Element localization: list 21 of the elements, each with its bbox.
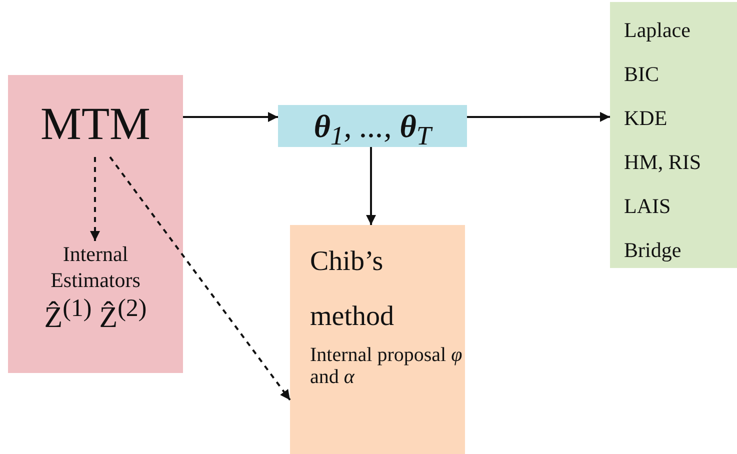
list-item: Bridge	[624, 238, 682, 262]
arrow	[183, 112, 278, 122]
node-title: MTM	[40, 98, 150, 149]
list-item: HM, RIS	[624, 150, 702, 174]
process-box	[278, 105, 467, 147]
list-item: KDE	[624, 106, 668, 130]
list-item: Laplace	[624, 18, 690, 42]
method-list-box	[610, 2, 737, 268]
arrow	[467, 112, 610, 122]
math-expression: θ$_{1}$, ..., θ$_{T}$	[314, 108, 432, 144]
node-title: Chib’s method	[310, 246, 394, 332]
list-item: LAIS	[624, 194, 671, 218]
list-item: BIC	[624, 62, 660, 86]
process-box	[8, 75, 183, 373]
arrow	[366, 147, 376, 225]
arrow	[109, 156, 291, 401]
math-expression: Ẑ$^{(1)}$ Ẑ$^{(2)}$	[44, 300, 147, 334]
process-box	[290, 225, 465, 454]
arrow	[90, 157, 100, 241]
node-label: Internal Estimators	[50, 242, 140, 292]
node-body: Internal proposal φ and α	[310, 344, 462, 388]
